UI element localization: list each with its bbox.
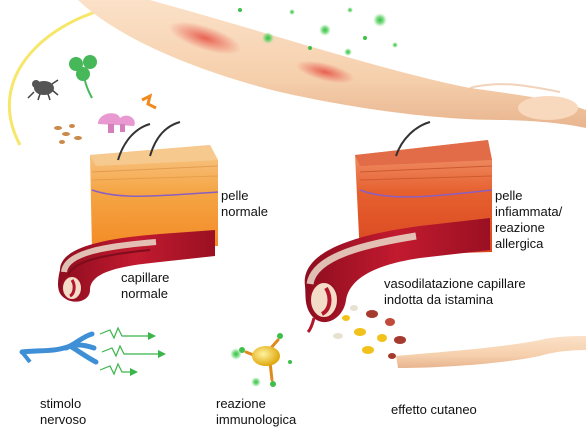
nerve-cell-icon [22, 334, 96, 362]
label-immune-reaction: reazione immunologica [216, 396, 296, 428]
label-inflamed-skin: pelle infiammata/ reazione allergica [495, 188, 562, 252]
skin-effect-arm [396, 336, 586, 368]
mushroom-icon [98, 113, 135, 133]
label-vasodilation: vasodilatazione capillare indotta da ist… [384, 276, 526, 308]
clover-icon [69, 55, 97, 98]
signal-arrows [100, 328, 166, 376]
dilated-capillary [305, 218, 490, 332]
label-nerve-stimulus: stimolo nervoso [40, 396, 86, 428]
dust-mite-icon [28, 80, 58, 100]
label-normal-skin: pelle normale [221, 188, 268, 220]
blood-cell-icon [333, 305, 406, 359]
label-skin-effect: effetto cutaneo [391, 402, 477, 418]
label-normal-capillary: capillare normale [121, 270, 169, 302]
normal-skin-block [90, 122, 218, 250]
immune-cell-icon [230, 333, 292, 387]
arm-illustration [78, 0, 586, 128]
